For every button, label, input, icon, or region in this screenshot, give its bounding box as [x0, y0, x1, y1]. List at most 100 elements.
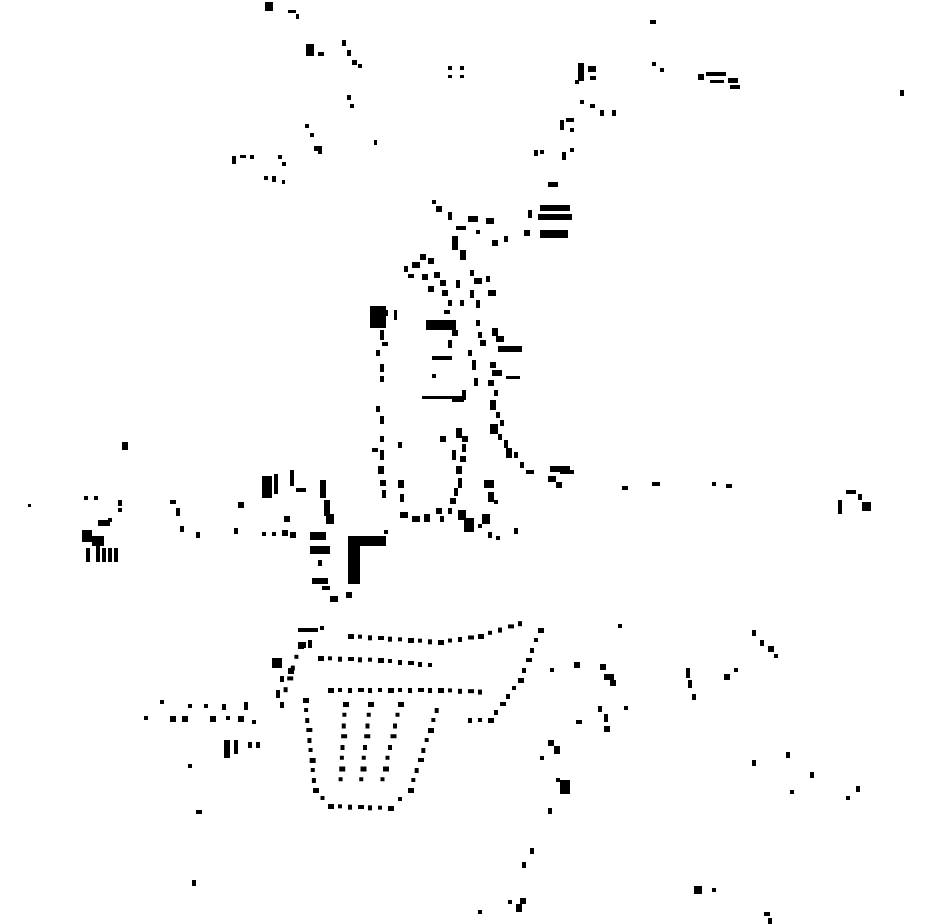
building — [280, 676, 284, 682]
building — [862, 502, 871, 511]
building — [384, 310, 388, 316]
building — [710, 80, 724, 83]
building — [768, 646, 774, 652]
building — [440, 436, 446, 442]
building — [786, 752, 790, 758]
building — [408, 788, 414, 793]
building — [462, 436, 468, 442]
building — [366, 712, 371, 717]
building — [328, 688, 334, 693]
building — [408, 688, 412, 693]
building — [232, 156, 236, 164]
building — [452, 450, 456, 460]
building — [456, 428, 462, 438]
building — [378, 688, 382, 692]
building — [468, 635, 474, 640]
building — [454, 488, 458, 496]
building — [428, 258, 434, 264]
building — [326, 514, 334, 524]
building — [380, 450, 384, 460]
building — [538, 628, 544, 633]
building — [522, 668, 526, 673]
building — [383, 766, 389, 772]
building — [380, 480, 386, 486]
building — [408, 638, 414, 643]
building — [347, 95, 351, 100]
building — [398, 442, 402, 448]
building — [764, 912, 770, 916]
building — [698, 74, 704, 80]
building — [28, 504, 31, 507]
building — [478, 634, 484, 639]
building — [311, 778, 316, 783]
building — [240, 155, 246, 158]
building — [426, 320, 456, 330]
building — [504, 440, 508, 448]
building — [588, 66, 596, 72]
building — [368, 688, 372, 693]
building — [476, 320, 480, 326]
building — [458, 510, 466, 520]
building — [196, 532, 200, 538]
building — [504, 236, 508, 242]
building — [303, 698, 309, 703]
building — [488, 380, 494, 386]
building — [484, 480, 494, 488]
building — [752, 630, 756, 636]
building — [265, 2, 273, 11]
building — [494, 500, 498, 504]
building — [610, 680, 616, 686]
building — [347, 50, 351, 56]
building — [452, 330, 458, 336]
building — [305, 124, 309, 128]
building — [650, 20, 656, 24]
building — [284, 516, 290, 522]
building — [492, 328, 498, 336]
building — [264, 176, 268, 180]
building — [188, 704, 192, 708]
building — [566, 118, 574, 122]
building — [432, 356, 452, 360]
building — [476, 300, 480, 308]
building — [310, 133, 314, 137]
building — [424, 738, 429, 742]
building — [514, 528, 518, 534]
building — [339, 755, 344, 760]
building — [492, 240, 498, 246]
building — [496, 412, 500, 418]
building — [450, 498, 456, 504]
building — [576, 720, 582, 724]
building — [768, 918, 772, 924]
building — [460, 300, 464, 306]
building — [470, 270, 474, 276]
building — [500, 420, 504, 426]
building — [365, 723, 370, 729]
building — [398, 688, 402, 692]
building — [548, 476, 556, 482]
building — [508, 900, 512, 904]
building — [384, 530, 388, 534]
building — [341, 723, 346, 729]
building — [400, 512, 408, 518]
building — [244, 702, 248, 710]
building — [456, 466, 462, 474]
building — [428, 728, 434, 733]
building — [378, 658, 384, 663]
building — [160, 700, 164, 704]
building — [478, 910, 482, 914]
building — [320, 626, 324, 630]
building — [320, 480, 326, 498]
building — [422, 396, 452, 399]
building — [560, 120, 564, 130]
building — [308, 748, 313, 752]
building — [774, 654, 778, 658]
building — [490, 424, 498, 434]
building — [376, 406, 380, 412]
building — [224, 740, 230, 758]
building — [114, 548, 118, 562]
building — [324, 500, 330, 516]
building — [428, 663, 432, 667]
building — [600, 664, 606, 670]
building — [540, 756, 544, 760]
building — [436, 206, 442, 212]
